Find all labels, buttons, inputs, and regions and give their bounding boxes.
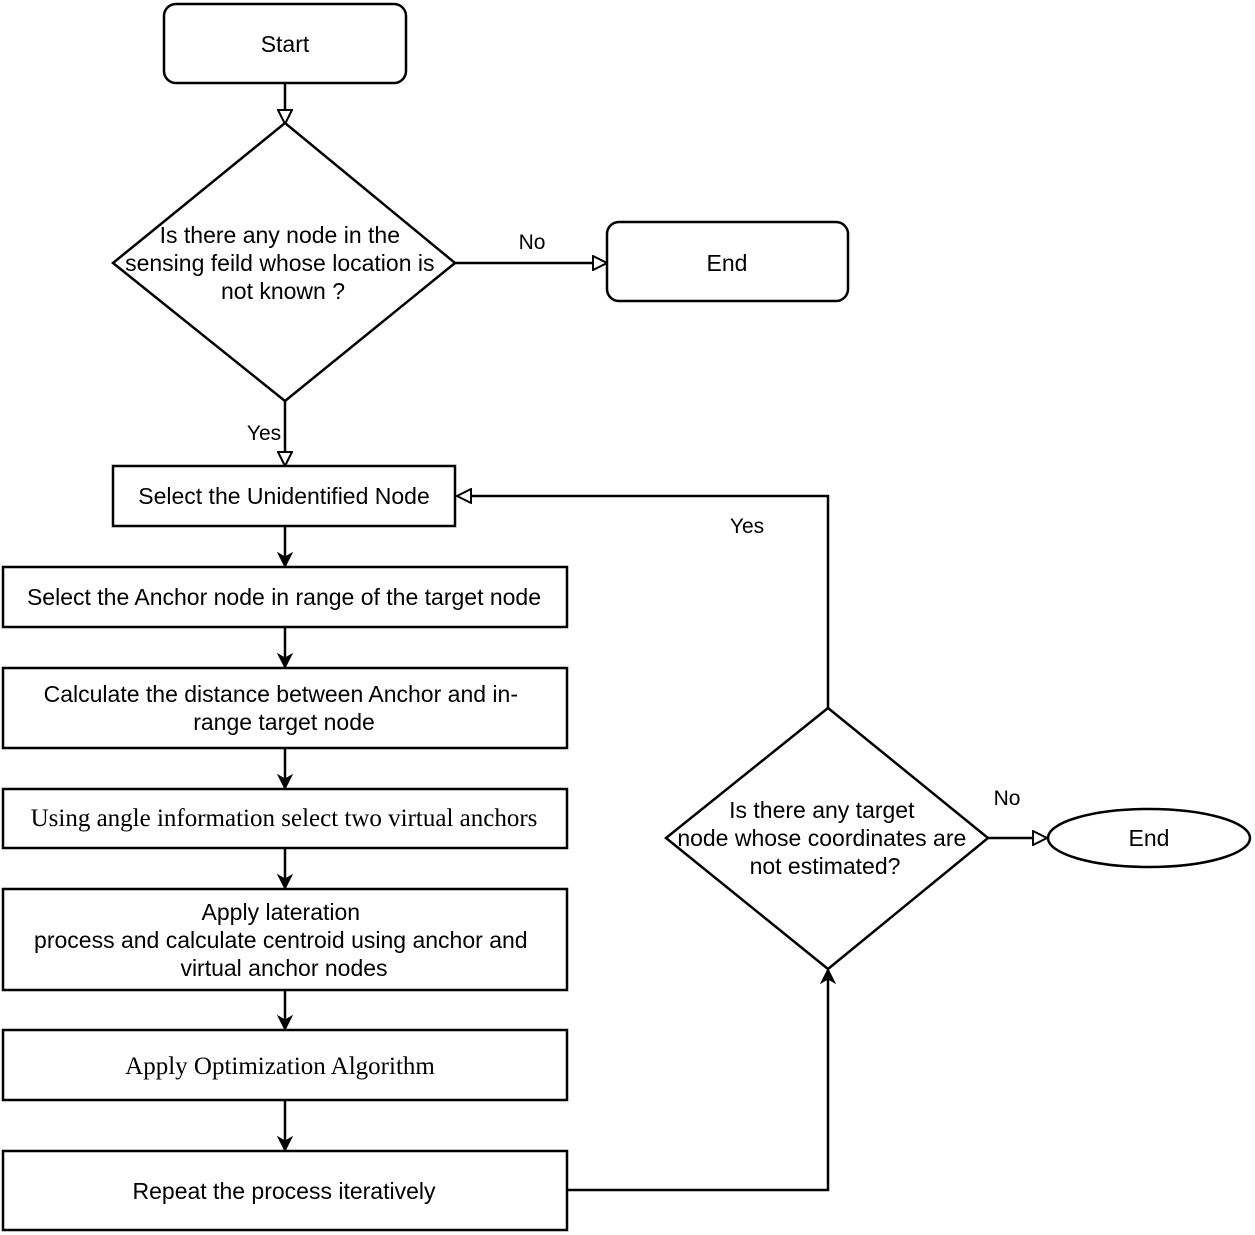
end-terminal-2 xyxy=(1046,807,1252,869)
decision1-line-2: sensing feild whose location is xyxy=(125,250,434,276)
process-select-anchor-node xyxy=(1,565,569,629)
calc-distance-text: Calculate the distance between Anchor an… xyxy=(44,681,525,735)
decision1-text: Is there any node in the sensing feild w… xyxy=(125,222,441,304)
decision2-no-label: No xyxy=(994,787,1021,810)
select-anchor-label: Select the Anchor node in range of the t… xyxy=(27,584,541,610)
decision1-no-label: No xyxy=(519,231,546,254)
decision1-line-1: Is there any node in the xyxy=(160,222,400,248)
lateration-text: Apply lateration process and calculate c… xyxy=(34,899,534,981)
decision2-line-2: node whose coordinates are xyxy=(677,825,966,851)
process-apply-optimization xyxy=(1,1028,569,1102)
select-unidentified-label: Select the Unidentified Node xyxy=(138,483,430,509)
calc-distance-line-2: range target node xyxy=(193,709,375,735)
decision1-yes-label: Yes xyxy=(247,422,281,445)
lateration-line-3: virtual anchor nodes xyxy=(180,955,387,981)
process-calculate-distance xyxy=(1,666,569,750)
process-select-unidentified-node xyxy=(111,464,457,528)
process-apply-lateration xyxy=(1,887,569,992)
process-repeat-iteratively xyxy=(1,1149,569,1232)
process-angle-information xyxy=(1,787,569,850)
decision1-line-3: not known ? xyxy=(221,278,345,304)
optimization-label: Apply Optimization Algorithm xyxy=(125,1053,435,1080)
lateration-line-2: process and calculate centroid using anc… xyxy=(34,927,528,953)
decision-target-coordinates xyxy=(664,706,990,971)
lateration-line-1: Apply lateration xyxy=(202,899,361,925)
decision-node-unknown-location xyxy=(111,121,457,403)
end1-label: End xyxy=(707,250,748,276)
end-terminal-1 xyxy=(605,220,850,303)
start-terminal xyxy=(162,2,408,85)
decision2-text: Is there any target node whose coordinat… xyxy=(677,797,972,879)
connector-decision2-yes xyxy=(458,496,830,708)
decision2-yes-label: Yes xyxy=(730,515,764,538)
decision2-line-1: Is there any target xyxy=(729,797,915,823)
decision2-line-3: not estimated? xyxy=(750,853,901,879)
angle-info-label: Using angle information select two virtu… xyxy=(31,805,538,832)
end2-label: End xyxy=(1129,825,1170,851)
repeat-label: Repeat the process iteratively xyxy=(133,1178,436,1204)
calc-distance-line-1: Calculate the distance between Anchor an… xyxy=(44,681,518,707)
start-label: Start xyxy=(261,31,310,57)
connector-repeat-to-decision2 xyxy=(567,970,828,1192)
